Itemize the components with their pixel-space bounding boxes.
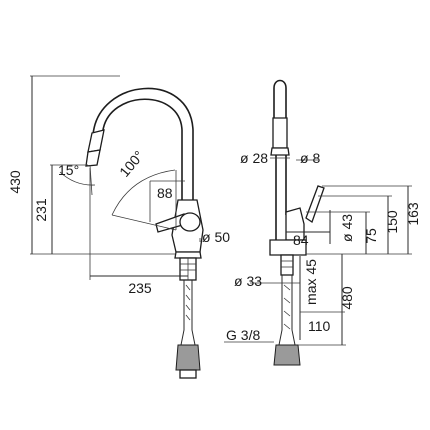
side-view bbox=[224, 79, 412, 366]
body-column bbox=[275, 155, 287, 240]
base-ring bbox=[174, 251, 202, 259]
hose-right bbox=[191, 280, 196, 346]
shank-side bbox=[280, 254, 294, 276]
spray-head-side bbox=[272, 117, 288, 149]
dim-hole-diameter: ø 8 bbox=[300, 150, 320, 166]
spout-inner bbox=[102, 98, 183, 200]
hose-side-left bbox=[278, 275, 283, 346]
dim-handle-diameter: ø 43 bbox=[339, 214, 355, 242]
dim-lever-top: 163 bbox=[405, 202, 421, 226]
lever-side bbox=[305, 185, 325, 224]
hose-left bbox=[180, 280, 185, 346]
spray-head bbox=[87, 129, 105, 153]
dim-spout-diameter: ø 28 bbox=[240, 150, 268, 166]
spout-outer bbox=[92, 87, 194, 200]
dim-lever-height: 150 bbox=[384, 210, 400, 234]
base-side bbox=[269, 239, 307, 256]
hose-end bbox=[179, 369, 197, 379]
dim-spout-height: 231 bbox=[33, 198, 49, 222]
hose-side-right bbox=[291, 275, 296, 346]
dim-handle-height: 75 bbox=[363, 228, 379, 244]
dim-total-height: 430 bbox=[7, 170, 23, 194]
handle-cap bbox=[179, 212, 201, 232]
dim-handle-offset: 84 bbox=[293, 232, 309, 248]
hose-pattern bbox=[185, 284, 191, 321]
dim-spout-reach: 235 bbox=[128, 280, 152, 296]
dim-max-thickness: max 45 bbox=[303, 259, 319, 305]
spout-column bbox=[273, 79, 287, 150]
dim-base-diameter: ø 50 bbox=[202, 229, 230, 245]
spray-collar bbox=[270, 147, 290, 156]
hose-weight-side bbox=[273, 344, 301, 366]
dim-angle-spray: 15° bbox=[58, 162, 79, 178]
dim-shank-diameter: ø 33 bbox=[234, 273, 262, 289]
front-view bbox=[30, 75, 204, 379]
dim-thread: G 3/8 bbox=[226, 327, 260, 343]
dim-hose-length: 480 bbox=[339, 286, 355, 310]
dim-hose-offset: 110 bbox=[308, 318, 331, 334]
hose-weight bbox=[175, 344, 201, 371]
dim-angle-swivel: 100° bbox=[116, 147, 147, 179]
spray-tip bbox=[85, 149, 101, 167]
dim-lever-clearance: 88 bbox=[157, 185, 173, 201]
